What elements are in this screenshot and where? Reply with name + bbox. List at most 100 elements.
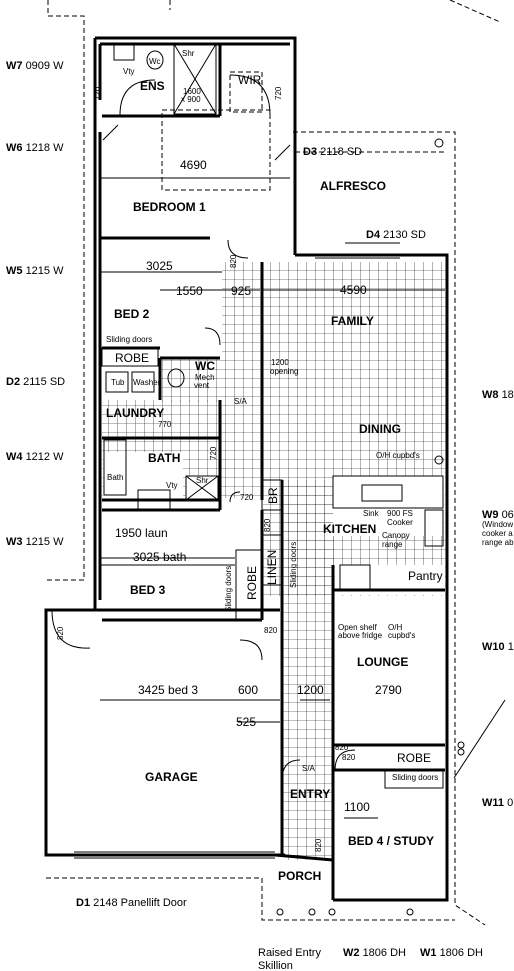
note-bath: Bath <box>107 473 123 482</box>
note-sliding-doors: Sliding doors <box>106 335 152 344</box>
dim-600: 600 <box>238 683 258 697</box>
note-vty-2: Vty <box>166 481 178 490</box>
dim-3425: 3425 bed 3 <box>138 683 198 697</box>
note-shelf-2: above fridge <box>338 631 383 640</box>
note-720-b: 720 <box>274 86 283 100</box>
note-770: 770 <box>158 420 172 429</box>
room-robe: ROBE <box>115 351 149 365</box>
window-w11: W11 0 <box>482 797 513 809</box>
note-wc: Wc <box>149 57 161 66</box>
note-shelf-1: Open shelf <box>338 623 377 632</box>
note-shr-2: Shr <box>196 476 209 485</box>
window-w8: W8 18 <box>482 389 514 401</box>
untiled-areas <box>103 452 445 595</box>
note-sa: S/A <box>234 397 248 406</box>
note-sliding-doors-3: Sliding doors <box>289 542 298 588</box>
room-laundry: LAUNDRY <box>106 406 164 420</box>
dim-1950: 1950 laun <box>115 526 168 540</box>
room-bed2: BED 2 <box>114 307 150 321</box>
room-bath: BATH <box>148 451 180 465</box>
dimension-labels: 4690 3025 1550 925 4590 1950 laun 3025 b… <box>115 158 402 814</box>
room-robe4: ROBE <box>397 751 431 765</box>
window-w6: W6 1218 W <box>6 142 64 154</box>
note-opening-1: 1200 <box>271 358 289 367</box>
note-820-c: 820 <box>56 626 65 640</box>
note-720-c: 720 <box>209 446 218 460</box>
note-720-d: 720 <box>240 493 254 502</box>
window-w10: W10 1 <box>482 641 514 653</box>
room-ens: ENS <box>140 79 165 93</box>
window-d1: D1 2148 Panellift Door <box>76 897 187 909</box>
note-shr: Shr <box>182 49 195 58</box>
dim-1100: 1100 <box>344 800 370 814</box>
note-820-b: 820 <box>263 518 272 532</box>
dim-1200: 1200 <box>297 683 324 697</box>
room-bed3: BED 3 <box>130 583 166 597</box>
room-robe-vertical: ROBE <box>245 566 259 600</box>
note-820-f: 820 <box>314 838 323 852</box>
note-ohc2-2: cupbd's <box>388 631 415 640</box>
room-family: FAMILY <box>331 314 374 328</box>
dim-525: 525 <box>236 715 256 729</box>
window-w9-note-1: (Window <box>482 520 513 529</box>
room-labels: ENS WIR BEDROOM 1 ALFRESCO BED 2 FAMILY … <box>106 73 443 883</box>
note-cooker-1: 900 FS <box>387 509 413 518</box>
room-kitchen: KITCHEN <box>323 522 376 536</box>
tiled-floor <box>102 262 447 860</box>
note-cooker-2: Cooker <box>387 518 413 527</box>
fixtures <box>51 43 506 916</box>
window-w2: W2 1806 DH <box>343 947 406 959</box>
note-sliding-doors-2: Sliding doors <box>224 566 233 612</box>
room-porch: PORCH <box>278 869 321 883</box>
window-labels: W7 0909 W W6 1218 W W5 1215 W D2 2115 SD… <box>6 60 514 959</box>
window-w5: W5 1215 W <box>6 265 64 277</box>
walls <box>44 36 449 902</box>
dim-2790: 2790 <box>375 683 402 697</box>
room-br: BR <box>266 487 280 504</box>
note-mech-2: vent <box>194 381 210 390</box>
note-shower-size-1: 1600 <box>183 87 201 96</box>
window-d3: D3 2118 SD <box>303 146 362 158</box>
room-linen: LINEN <box>265 550 279 585</box>
note-raised-1: Raised Entry <box>258 947 321 959</box>
room-dining: DINING <box>359 422 401 436</box>
room-lounge: LOUNGE <box>357 655 408 669</box>
note-canopy-1: Canopy <box>382 531 410 540</box>
dim-4590: 4590 <box>340 283 367 297</box>
room-bed4: BED 4 / STUDY <box>348 834 434 848</box>
note-raised-2: Skillion <box>258 960 293 971</box>
window-w7: W7 0909 W <box>6 60 64 72</box>
dim-4690: 4690 <box>180 158 207 172</box>
room-wir: WIR <box>238 73 262 87</box>
dim-3025-bath: 3025 bath <box>133 550 186 564</box>
window-d4: D4 2130 SD <box>366 229 426 241</box>
note-820-g: 820 <box>335 743 349 752</box>
note-ohc: O/H cupbd's <box>376 451 420 460</box>
room-wc: WC <box>195 359 215 373</box>
window-d2: D2 2115 SD <box>6 376 65 388</box>
note-sink: Sink <box>363 509 380 518</box>
room-entry: ENTRY <box>290 787 330 801</box>
note-820-a: 820 <box>229 254 238 268</box>
note-tub: Tub <box>111 378 125 387</box>
raised-entry-note: Raised Entry Skillion <box>258 947 321 971</box>
window-w1: W1 1806 DH <box>420 947 483 959</box>
dim-925: 925 <box>231 284 251 298</box>
window-w9-note-3: range ab <box>482 538 514 547</box>
dim-3025: 3025 <box>146 259 173 273</box>
note-ohc2-1: O/H <box>388 623 402 632</box>
fixture-notes: Vty Wc Shr 1600 x 900 720 720 820 Slidin… <box>56 49 438 852</box>
window-w3: W3 1215 W <box>6 536 64 548</box>
room-garage: GARAGE <box>145 770 198 784</box>
note-720-a: 720 <box>93 86 102 100</box>
note-820-e: 820 <box>342 753 356 762</box>
note-mech-1: Mech <box>195 373 215 382</box>
note-820-d: 820 <box>264 626 278 635</box>
note-washer: Washer <box>133 378 161 387</box>
note-opening-2: opening <box>270 367 298 376</box>
note-canopy-2: range <box>382 540 403 549</box>
window-w9: W9 06 <box>482 509 514 521</box>
window-w4: W4 1212 W <box>6 451 64 463</box>
window-w9-note-2: cooker a <box>482 529 513 538</box>
note-shower-size-2: x 900 <box>181 95 201 104</box>
